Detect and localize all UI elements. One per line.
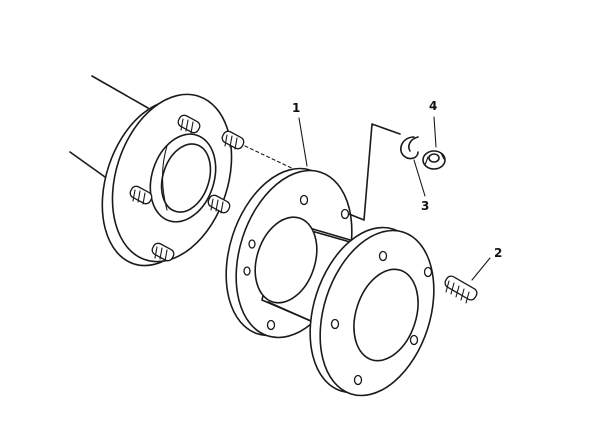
stud-left <box>129 185 153 205</box>
lock-washer <box>400 136 419 160</box>
rear-flange-bolt-holes <box>330 250 433 386</box>
fastener-path-line <box>348 123 401 221</box>
rear-mounting-flange <box>101 93 233 267</box>
leader-lines <box>298 116 491 281</box>
flange-studs <box>129 114 245 262</box>
leader-4 <box>433 116 437 148</box>
stud-right <box>207 194 231 214</box>
spacer-assembly <box>225 167 435 397</box>
stud-front-top <box>221 130 245 150</box>
callout-4: 4 <box>429 99 437 113</box>
stud-upper <box>177 114 201 134</box>
front-flange-bolt-holes <box>243 194 350 331</box>
callout-1: 1 <box>292 101 300 115</box>
callout-2: 2 <box>494 246 502 260</box>
leader-3 <box>413 159 426 197</box>
stud-lower <box>151 242 175 262</box>
alignment-line <box>244 145 301 173</box>
callout-3: 3 <box>421 199 429 213</box>
leader-1 <box>298 117 308 167</box>
stud-bolt <box>444 275 478 304</box>
leader-2 <box>471 257 491 281</box>
hex-nut <box>422 150 446 170</box>
